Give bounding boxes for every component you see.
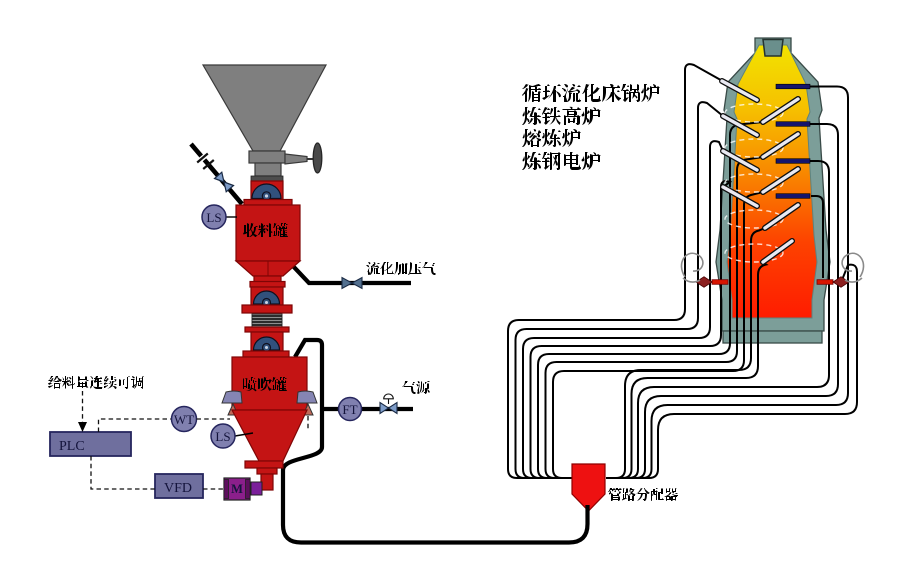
svg-text:WT: WT bbox=[174, 412, 194, 427]
svg-text:VFD: VFD bbox=[164, 481, 192, 496]
svg-text:LS: LS bbox=[206, 210, 221, 225]
svg-text:LS: LS bbox=[215, 429, 230, 444]
svg-text:PLC: PLC bbox=[59, 439, 85, 454]
svg-text:M: M bbox=[231, 482, 243, 496]
svg-text:FT: FT bbox=[342, 402, 357, 417]
